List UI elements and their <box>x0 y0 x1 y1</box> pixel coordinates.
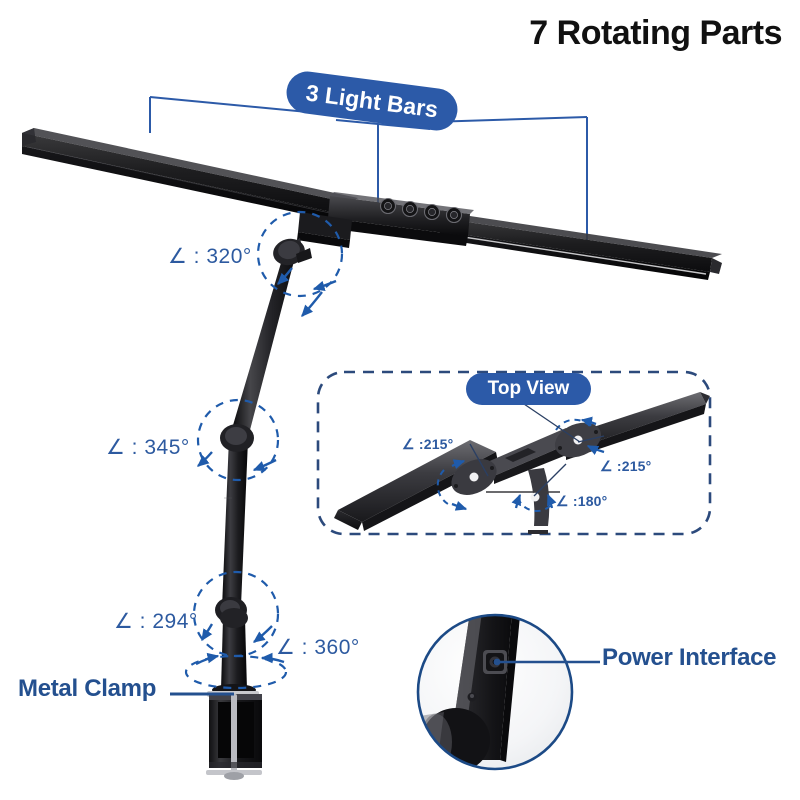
lower-arm <box>215 424 254 623</box>
angle-label-top-right-215: ∠ :215° <box>600 458 652 474</box>
angle-label-top-left-215: ∠ :215° <box>402 436 454 452</box>
callout-metal-clamp: Metal Clamp <box>18 675 157 702</box>
base-post <box>212 608 256 696</box>
angle-label-345: ∠ : 345° <box>106 436 190 459</box>
angle-label-320: ∠ : 320° <box>168 245 252 268</box>
angle-label-top-center-180: ∠ :180° <box>556 493 608 509</box>
angle-label-294: ∠ : 294° <box>114 610 198 633</box>
metal-clamp <box>206 691 262 780</box>
control-hub <box>297 192 474 248</box>
power-interface-inset <box>416 613 600 771</box>
light-bar-left <box>22 128 358 224</box>
top-view-inset <box>316 370 712 536</box>
callout-power-interface: Power Interface <box>602 644 777 671</box>
light-bars-bracket <box>149 96 590 253</box>
touch-buttons[interactable] <box>379 197 463 224</box>
light-bar-right <box>440 213 722 280</box>
angle-indicator-345 <box>196 398 280 482</box>
angle-indicator-360 <box>184 652 288 690</box>
angle-label-360: ∠ : 360° <box>276 636 360 659</box>
page-title: 7 Rotating Parts <box>529 14 782 52</box>
angle-indicator-320 <box>256 210 344 317</box>
callout-top-view: Top View <box>466 373 591 405</box>
